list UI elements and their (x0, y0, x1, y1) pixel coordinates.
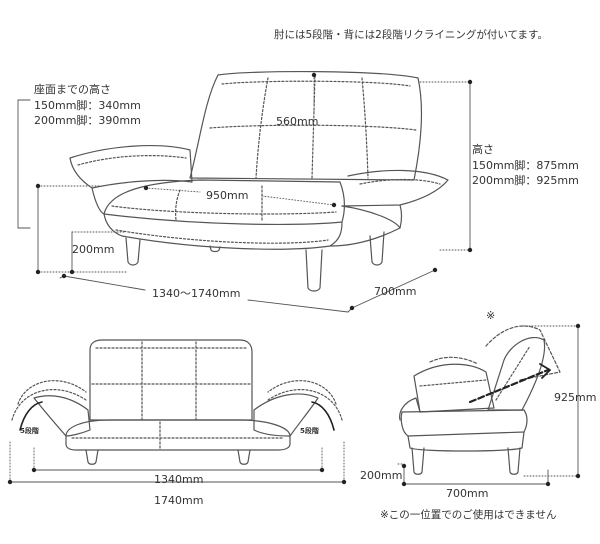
leg-height-label: 200mm (72, 243, 115, 256)
header-note: 肘には5段階・背には2段階リクライニングが付いてます。 (274, 29, 548, 41)
right-arm-steps: 5段階 (300, 427, 319, 435)
total-height-title: 高さ (472, 143, 494, 156)
front-width-max-label: 1740mm (154, 494, 204, 507)
seat-height-title: 座面までの高さ (34, 83, 111, 96)
side-view-mark: ※ (486, 309, 496, 322)
front-width-min-label: 1340mm (154, 473, 204, 486)
width-range-label: 1340〜1740mm (152, 287, 241, 300)
total-height-150: 150mm脚：875mm (472, 159, 579, 172)
seat-height-150: 150mm脚：340mm (34, 99, 141, 112)
side-view-dimension-lines (397, 325, 579, 485)
front-view-drawing (11, 339, 343, 465)
front-view-dimension-lines (9, 439, 345, 483)
total-height-200: 200mm脚：925mm (472, 174, 579, 187)
seat-height-200: 200mm脚：390mm (34, 114, 141, 127)
side-leg-label: 200mm (360, 469, 403, 482)
footnote: ※この一位置でのご使用はできません (380, 509, 557, 521)
main-dimension-lines (17, 74, 471, 313)
side-height-label: 925mm (554, 391, 597, 404)
side-view-drawing (399, 325, 561, 475)
main-sofa-drawing (69, 70, 449, 292)
seat-width-label: 950mm (206, 189, 249, 202)
dimension-dots (7, 72, 581, 487)
left-arm-steps: 5段階 (20, 427, 39, 435)
side-depth-label: 700mm (446, 487, 489, 500)
depth-label: 700mm (374, 285, 417, 298)
back-width-label: 560mm (276, 115, 319, 128)
